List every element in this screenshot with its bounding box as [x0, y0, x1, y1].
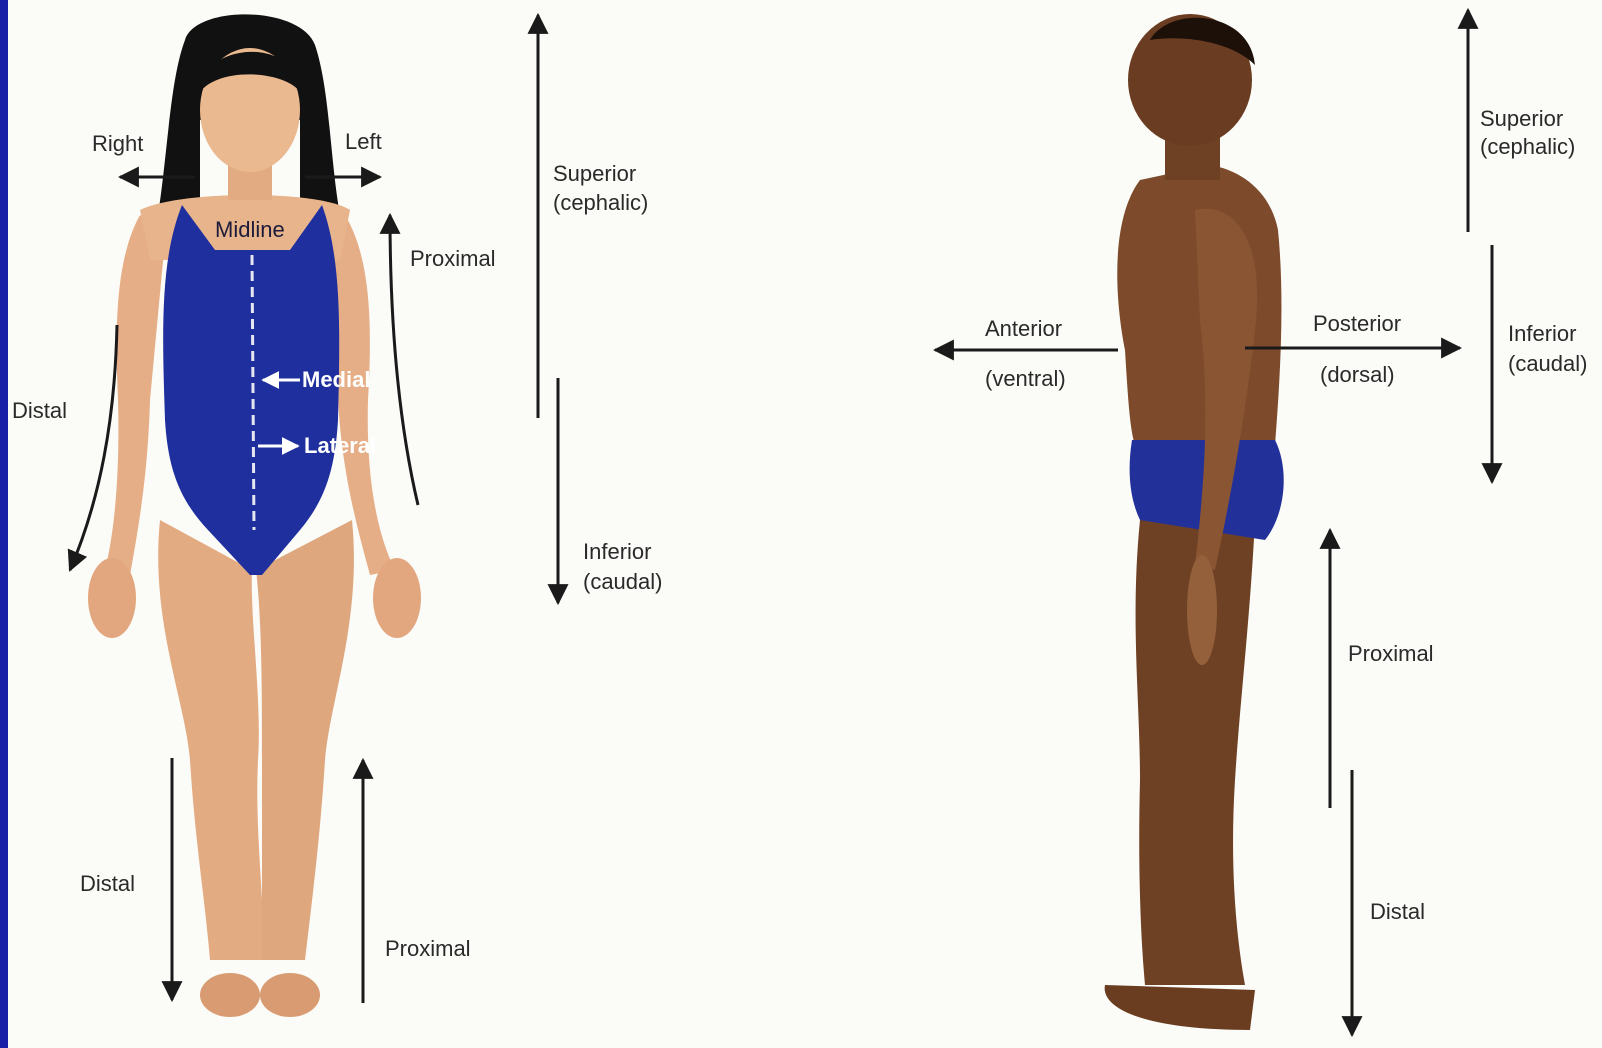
midline-dashed — [252, 255, 254, 530]
front-inferior-label: Inferior — [583, 538, 651, 566]
front-right-hand — [373, 558, 421, 638]
lateral-label: Lateral — [304, 432, 376, 460]
right-label: Right — [92, 130, 143, 158]
midline-label: Midline — [215, 216, 285, 244]
front-right-leg — [256, 520, 354, 960]
side-inferior-label: Inferior — [1508, 320, 1576, 348]
side-foot — [1105, 985, 1255, 1030]
arm-distal-arrow — [70, 325, 117, 570]
side-distal-label: Distal — [1370, 898, 1425, 926]
leg-proximal-label: Proximal — [385, 935, 471, 963]
side-superior-label: Superior — [1480, 105, 1563, 133]
front-superior-label: Superior — [553, 160, 636, 188]
front-right-foot — [260, 973, 320, 1017]
medial-label: Medial — [302, 366, 370, 394]
front-left-leg — [158, 520, 265, 960]
side-inferior-sub-label: (caudal) — [1508, 350, 1587, 378]
side-proximal-label: Proximal — [1348, 640, 1434, 668]
front-person — [88, 14, 421, 1017]
posterior-sub-label: (dorsal) — [1320, 361, 1395, 389]
front-superior-sub-label: (cephalic) — [553, 189, 648, 217]
side-superior-sub-label: (cephalic) — [1480, 133, 1575, 161]
front-left-hand — [88, 558, 136, 638]
left-label: Left — [345, 128, 382, 156]
posterior-label: Posterior — [1313, 310, 1401, 338]
side-person — [1105, 14, 1284, 1030]
anterior-label: Anterior — [985, 315, 1062, 343]
side-hand — [1187, 555, 1217, 665]
front-right-arm — [330, 215, 395, 575]
arm-proximal-label: Proximal — [410, 245, 496, 273]
leg-distal-label: Distal — [80, 870, 135, 898]
anterior-sub-label: (ventral) — [985, 365, 1066, 393]
front-inferior-sub-label: (caudal) — [583, 568, 662, 596]
arm-distal-label: Distal — [12, 397, 67, 425]
front-left-foot — [200, 973, 260, 1017]
